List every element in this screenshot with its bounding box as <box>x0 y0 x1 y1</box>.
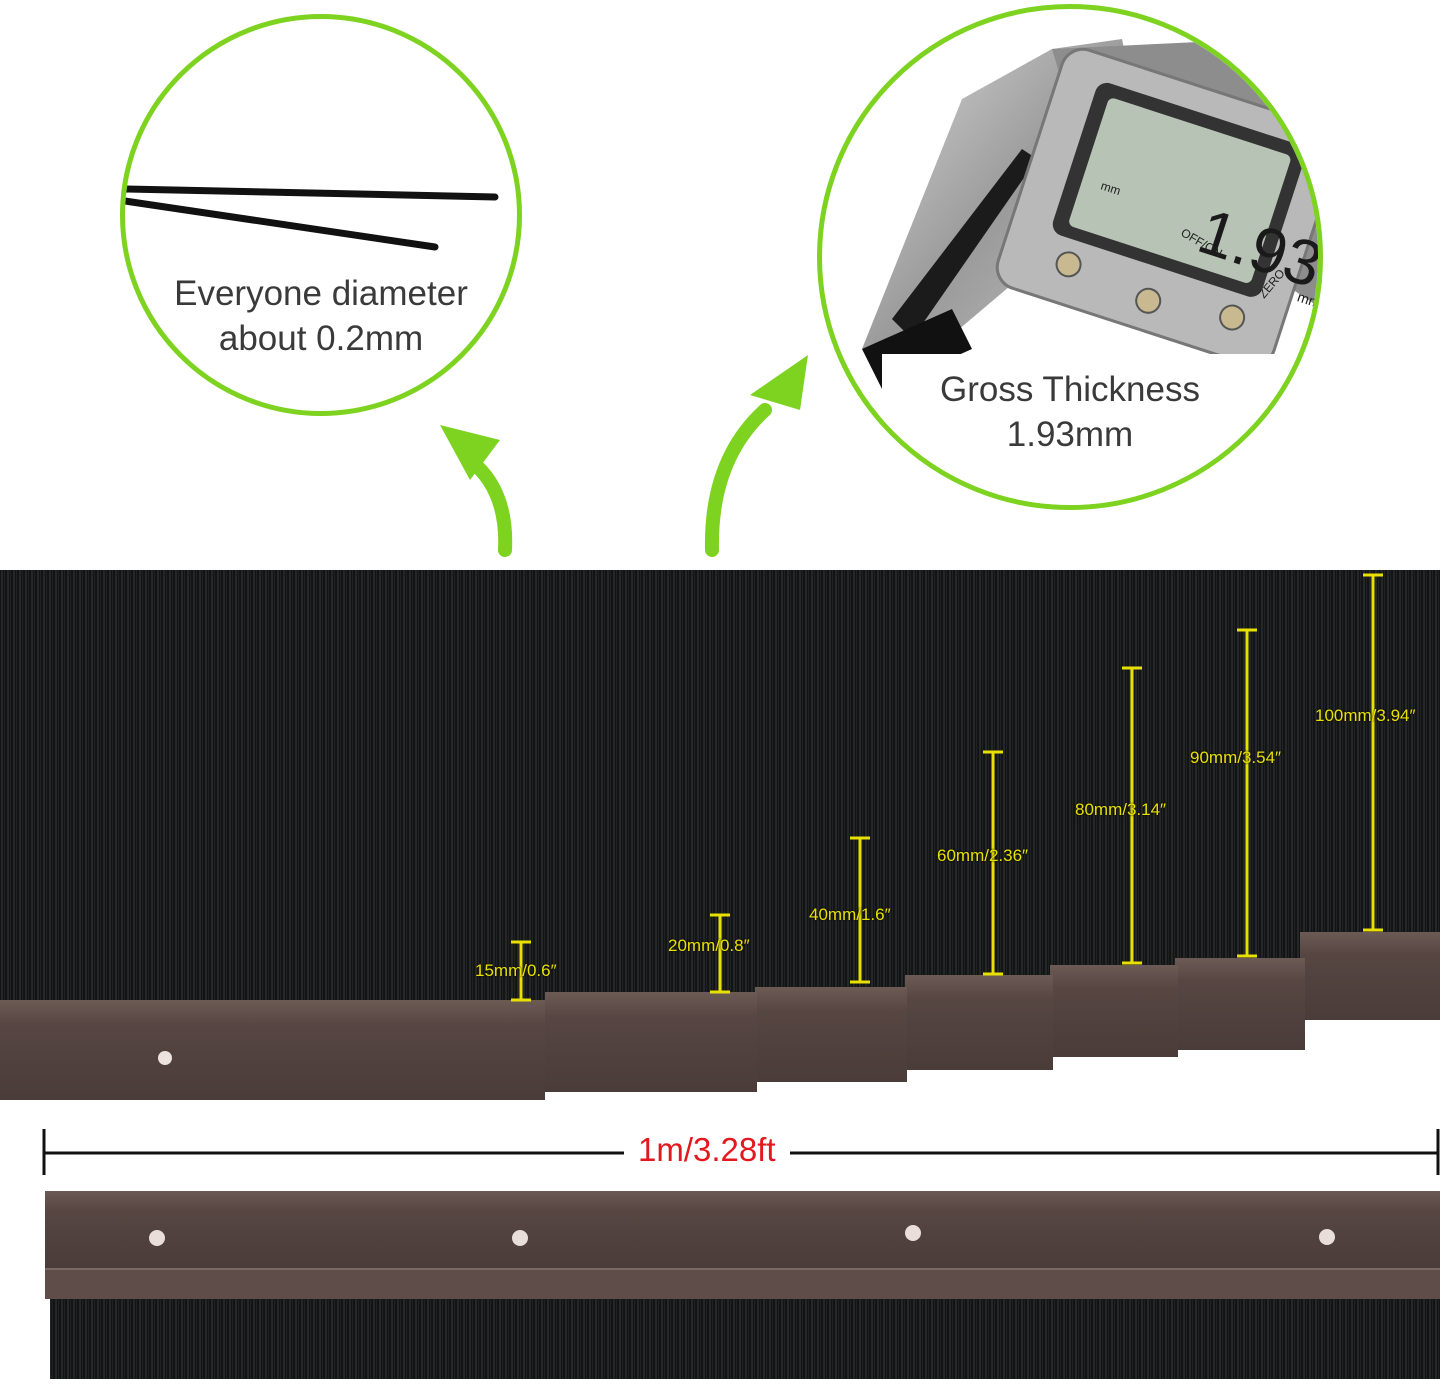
diameter-text-line2: about 0.2mm <box>218 319 424 358</box>
dimension-label-20mm: 20mm/0.8″ <box>668 936 750 955</box>
length-label: 1m/3.28ft <box>624 1131 790 1169</box>
thickness-callout: 1.93 mm mm OFF/ON ZERO Gross Thickness 1… <box>817 4 1323 510</box>
diameter-text-line1: Everyone diameter <box>174 274 468 313</box>
caliper-unit: mm <box>1295 289 1318 311</box>
dimension-label-15mm: 15mm/0.6″ <box>475 961 557 980</box>
arrow-right-icon <box>704 355 808 557</box>
dimension-label-60mm: 60mm/2.36″ <box>937 846 1029 865</box>
dimension-label-100mm: 100mm/3.94″ <box>1315 706 1416 725</box>
thickness-text-line2: 1.93mm <box>1006 415 1134 454</box>
filament-diameter-callout: Everyone diameter about 0.2mm <box>120 14 522 416</box>
dimension-label-40mm: 40mm/1.6″ <box>809 905 891 924</box>
dimension-label-80mm: 80mm/3.14″ <box>1075 800 1167 819</box>
filament-strands-image <box>125 185 499 251</box>
dimension-label-90mm: 90mm/3.54″ <box>1190 748 1282 767</box>
caliper-btn-mm: mm <box>1099 179 1122 198</box>
thickness-text-line1: Gross Thickness <box>940 370 1200 409</box>
brush-strips-image <box>0 570 1440 1100</box>
caliper-image: 1.93 mm mm OFF/ON ZERO <box>862 39 1318 505</box>
full-length-strip-image <box>45 1191 1440 1379</box>
arrow-left-icon <box>440 425 513 557</box>
